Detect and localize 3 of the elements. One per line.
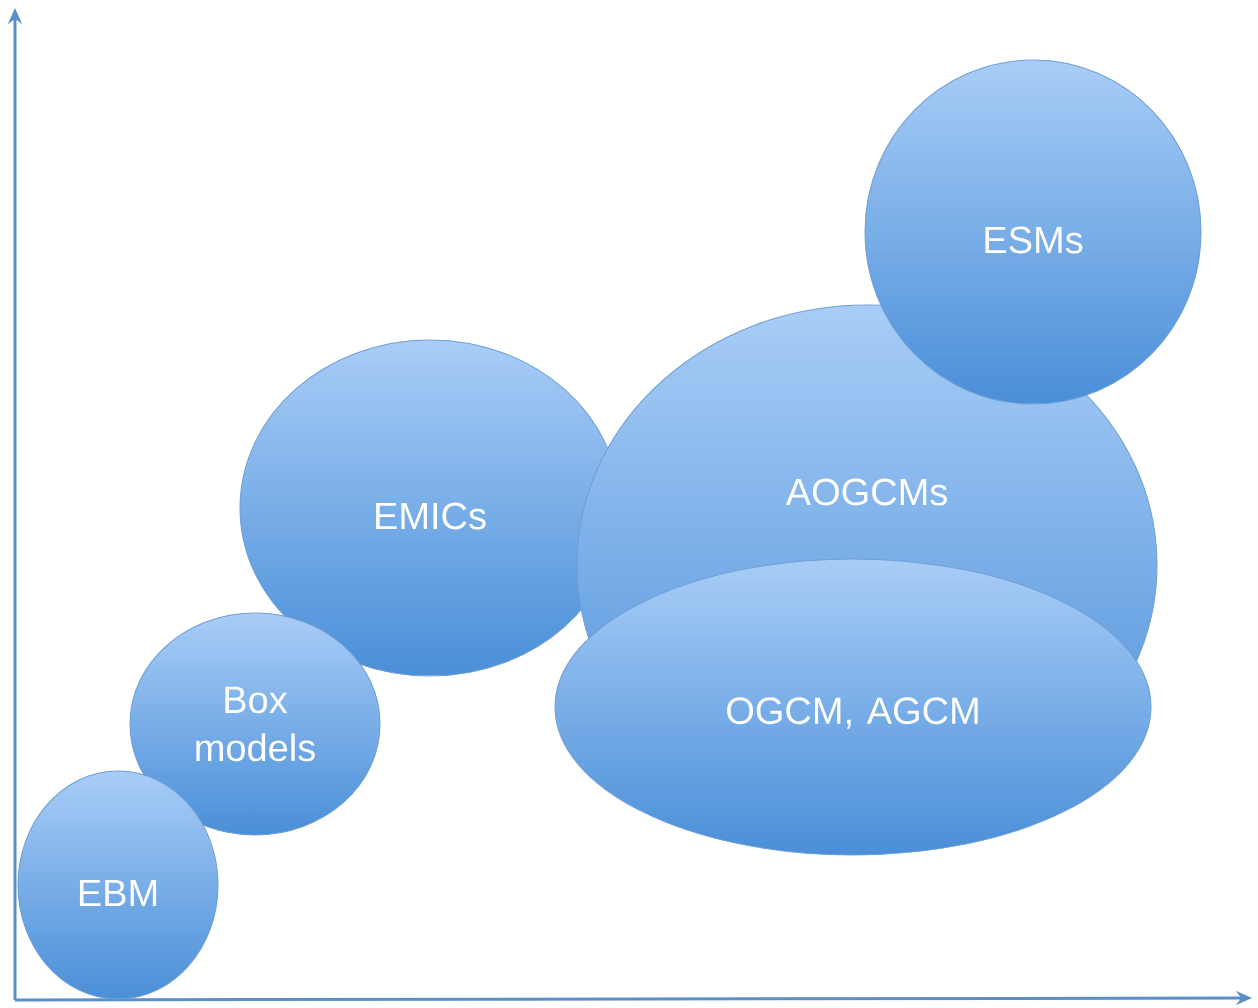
- ellipse-bubble: ESMs: [864, 59, 1202, 405]
- ellipse-bubble: OGCM, AGCM: [554, 558, 1152, 856]
- ellipse-bubble: EBM: [17, 770, 219, 1000]
